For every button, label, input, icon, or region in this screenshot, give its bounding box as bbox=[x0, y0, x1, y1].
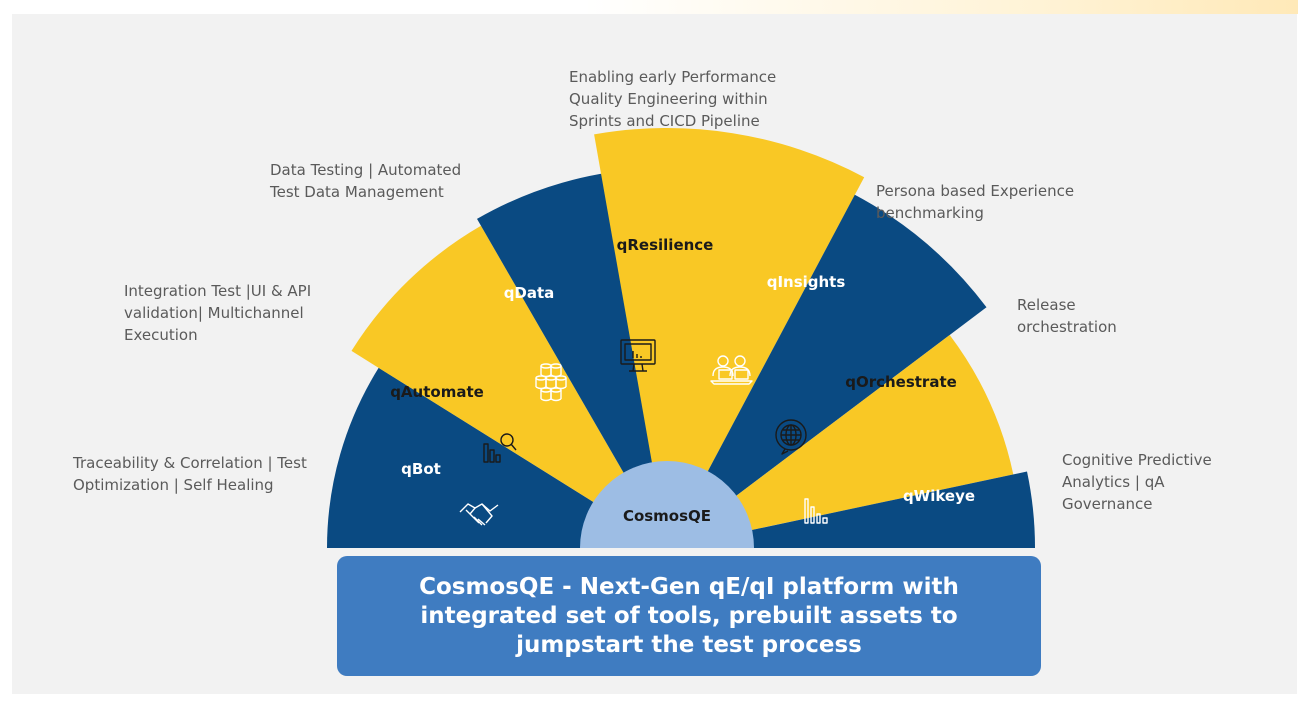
description-line: Cognitive Predictive bbox=[1062, 451, 1212, 469]
description-line: Test Data Management bbox=[270, 183, 444, 201]
segment-qwikeye-wedge bbox=[667, 471, 1035, 548]
description-line: Integration Test |UI & API bbox=[124, 282, 312, 300]
description-qautomate: Integration Test |UI & API validation| Mu… bbox=[124, 280, 311, 346]
segment-qorchestrate-label: qOrchestrate bbox=[845, 373, 957, 391]
segment-qresilience-label: qResilience bbox=[617, 236, 714, 254]
segment-qwikeye-label: qWikeye bbox=[903, 487, 975, 505]
chart-search-icon bbox=[483, 433, 517, 463]
segment-qinsights-wedge bbox=[667, 194, 987, 549]
banner-text: CosmosQE - Next-Gen qE/qI platform with … bbox=[419, 573, 959, 658]
segment-qbot: qBot bbox=[327, 367, 667, 548]
hub: CosmosQE bbox=[580, 461, 754, 548]
users-laptop-icon bbox=[710, 355, 753, 385]
segment-qautomate-label: qAutomate bbox=[390, 383, 484, 401]
hub-semicircle bbox=[580, 461, 754, 548]
description-qorchestrate: Release orchestration bbox=[1017, 294, 1117, 338]
bar-chart-icon bbox=[804, 498, 828, 524]
platform-banner: CosmosQE - Next-Gen qE/qI platform with … bbox=[337, 556, 1041, 676]
segment-qbot-label: qBot bbox=[401, 460, 441, 478]
description-line: Enabling early Performance bbox=[569, 68, 777, 86]
description-line: Quality Engineering within bbox=[569, 90, 768, 108]
description-line: orchestration bbox=[1017, 318, 1117, 336]
segment-qresilience: qResilience bbox=[594, 128, 865, 549]
monitor-chart-icon bbox=[620, 339, 656, 372]
globe-network-icon bbox=[775, 419, 807, 455]
description-line: Sprints and CICD Pipeline bbox=[569, 112, 760, 130]
segment-qbot-wedge bbox=[327, 367, 667, 548]
description-line: Analytics | qA bbox=[1062, 473, 1165, 491]
segment-qorchestrate-wedge bbox=[667, 335, 1014, 548]
segment-qdata-label: qData bbox=[504, 284, 555, 302]
top-glow bbox=[0, 0, 1298, 14]
segment-qorchestrate: qOrchestrate bbox=[667, 335, 1014, 548]
segment-qinsights: qInsights bbox=[667, 194, 987, 549]
segment-qautomate: qAutomate bbox=[351, 225, 667, 549]
segment-qwikeye: qWikeye bbox=[667, 471, 1035, 548]
description-line: Governance bbox=[1062, 495, 1153, 513]
segment-qautomate-wedge bbox=[351, 225, 667, 549]
description-line: Execution bbox=[124, 326, 198, 344]
segment-qresilience-wedge bbox=[594, 128, 865, 549]
segment-qinsights-label: qInsights bbox=[767, 273, 846, 291]
description-line: Data Testing | Automated bbox=[270, 161, 462, 179]
description-qinsights: Persona based Experience benchmarking bbox=[876, 180, 1074, 224]
hub-label: CosmosQE bbox=[623, 507, 711, 525]
description-line: Release bbox=[1017, 296, 1076, 314]
handshake-icon bbox=[459, 503, 499, 526]
description-line: Optimization | Self Healing bbox=[73, 476, 274, 494]
description-line: validation| Multichannel bbox=[124, 304, 304, 322]
description-line: benchmarking bbox=[876, 204, 984, 222]
description-line: Persona based Experience bbox=[876, 182, 1075, 200]
description-line: Traceability & Correlation | Test bbox=[73, 454, 307, 472]
database-stack-icon bbox=[535, 363, 567, 402]
